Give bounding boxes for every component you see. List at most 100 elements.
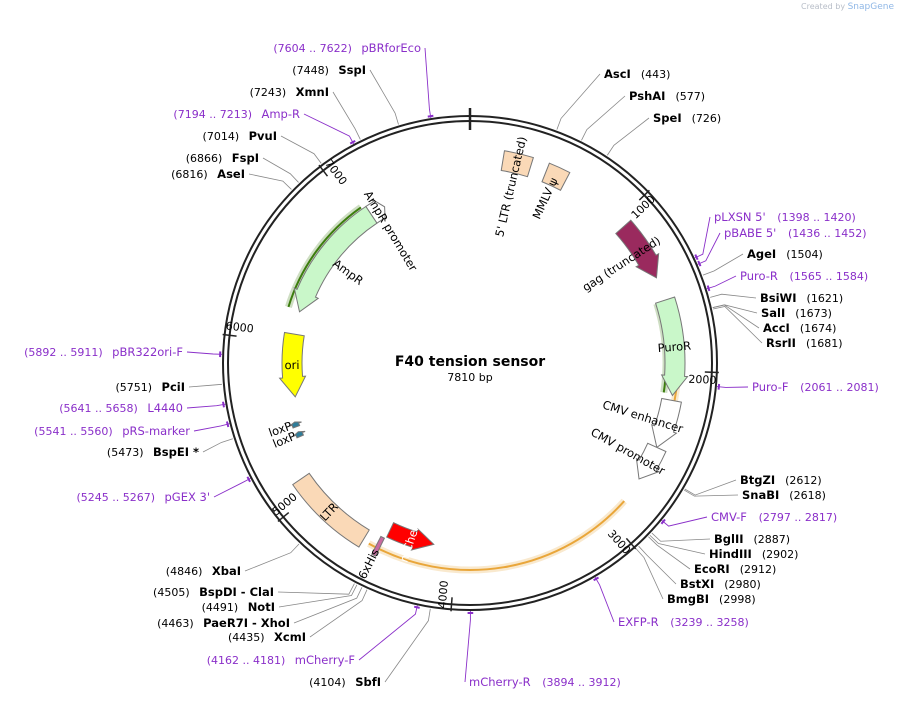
enzyme-label: SnaBI (2618): [742, 488, 826, 502]
primer-leader: [661, 516, 708, 527]
primer-leader: [186, 351, 223, 355]
primer-label: EXFP-R (3239 .. 3258): [618, 615, 749, 629]
enzyme-leader: [309, 589, 368, 638]
enzyme-leader: [649, 534, 706, 555]
enzyme-leader: [606, 117, 650, 156]
scale-tick: [638, 189, 650, 201]
enzyme-label: (6866) FspI: [186, 151, 259, 165]
primer-mark: [706, 285, 711, 292]
feature-mmlv-: [541, 162, 571, 191]
feature-cmv-enhancer: [651, 397, 682, 449]
enzyme-label: SalI (1673): [761, 306, 832, 320]
feature-label: 6xHis: [355, 546, 382, 581]
enzyme-leader: [280, 135, 322, 164]
feature-mcherry: [385, 521, 435, 551]
feature-label: 5' LTR (truncated): [492, 135, 529, 238]
scale-tick: [318, 164, 329, 177]
primer-mark: [593, 576, 600, 582]
enzyme-label: BstXI (2980): [680, 577, 761, 591]
primer-mark: [246, 476, 251, 483]
primer-label: CMV-F (2797 .. 2817): [711, 510, 837, 524]
feature-loxp: [288, 421, 302, 429]
primer-leader: [464, 610, 471, 683]
enzyme-label: AgeI (1504): [747, 247, 823, 261]
enzyme-leader: [635, 548, 664, 600]
primer-leader: [694, 216, 711, 259]
feature-ltr: [292, 472, 370, 548]
primer-layer: (7604 .. 7622) pBRforEco (7194 .. 7213) A…: [24, 41, 879, 689]
enzyme-label: BsiWI (1621): [760, 291, 843, 305]
feature-label: MMLV ψ: [530, 175, 561, 221]
primer-label: (5892 .. 5911) pBR322ori-F: [24, 345, 183, 359]
enzyme-label: (4463) PaeR7I - XhoI: [157, 616, 290, 630]
enzyme-label: (6816) AseI: [171, 167, 245, 181]
enzyme-leader: [369, 69, 399, 125]
enzyme-leader: [648, 536, 691, 570]
enzyme-leader: [262, 157, 299, 183]
primer-leader: [424, 47, 432, 119]
primer-label: pLXSN 5' (1398 .. 1420): [714, 210, 856, 224]
scale-tick: [704, 371, 719, 374]
feature-ori: [278, 331, 307, 398]
enzyme-layer: AscI (443) PshAI (577) SpeI (726) AgeI (150…: [107, 63, 843, 689]
enzyme-leader: [202, 438, 233, 453]
map-title: F40 tension sensor: [395, 354, 545, 370]
primer-leader: [716, 386, 749, 388]
primer-label: (7194 .. 7213) Amp-R: [173, 107, 300, 121]
enzyme-label: AscI (443): [604, 67, 670, 81]
primer-label: mCherry-R (3894 .. 3912): [469, 675, 621, 689]
enzyme-label: EcoRI (2912): [694, 562, 776, 576]
scale-tick: [222, 333, 237, 337]
scale-tick-label: 6000: [225, 319, 254, 335]
enzyme-label: (7448) SspI: [292, 63, 366, 77]
enzyme-label: (7243) XmnI: [250, 85, 329, 99]
primer-mark: [694, 254, 699, 261]
enzyme-label: (7014) PvuI: [203, 129, 277, 143]
primer-leader: [213, 477, 251, 498]
feature-cmv-promoter: [635, 442, 667, 480]
enzyme-label: (4846) XbaI: [166, 564, 241, 578]
snapgene-logo: SnapGene: [847, 2, 894, 12]
enzyme-label: (4491) NotI: [202, 600, 275, 614]
primer-label: (5541 .. 5560) pRS-marker: [34, 424, 190, 438]
enzyme-label: RsrII (1681): [766, 336, 843, 350]
primer-leader: [303, 113, 355, 145]
enzyme-label: BglII (2887): [714, 532, 790, 546]
primer-mark: [697, 260, 702, 267]
primer-label: (4162 .. 4181) mCherry-F: [207, 653, 355, 667]
feature-label: PuroR: [657, 339, 692, 356]
enzyme-label: PshAI (577): [629, 89, 705, 103]
enzyme-label: SpeI (726): [653, 111, 721, 125]
primer-leader: [193, 423, 230, 432]
primer-label: (5245 .. 5267) pGEX 3': [76, 490, 210, 504]
enzyme-leader: [248, 173, 292, 190]
enzyme-leader: [710, 293, 757, 299]
primer-leader: [358, 605, 418, 661]
feature-ampr: [293, 205, 378, 313]
enzyme-label: BtgZI (2612): [740, 473, 822, 487]
scale-tick: [450, 597, 453, 612]
primer-leader: [706, 275, 737, 290]
enzyme-leader: [277, 583, 355, 595]
map-length: 7810 bp: [447, 371, 492, 384]
scale-tick-label: 2000: [688, 373, 716, 387]
enzyme-leader: [556, 73, 601, 130]
primer-mark: [349, 140, 356, 145]
scale-tick-label: 5000: [270, 490, 300, 518]
enzyme-label: (4505) BspDI - ClaI: [153, 585, 274, 599]
enzyme-leader: [384, 608, 431, 683]
backbone: [222, 108, 718, 611]
scale-tick-label: 7000: [322, 157, 349, 187]
primer-mark: [225, 421, 230, 428]
enzyme-leader: [332, 91, 361, 140]
enzyme-leader: [278, 584, 358, 608]
primer-mark: [427, 114, 434, 118]
primer-label: (7604 .. 7622) pBRforEco: [273, 41, 421, 55]
primer-mark: [413, 605, 420, 609]
orf-line: [368, 500, 625, 571]
enzyme-label: (4435) XcmI: [228, 630, 306, 644]
snapgene-credit: Created by SnapGene: [801, 2, 894, 12]
orf-line: [287, 206, 362, 308]
feature-gag-truncated-: [615, 219, 660, 279]
